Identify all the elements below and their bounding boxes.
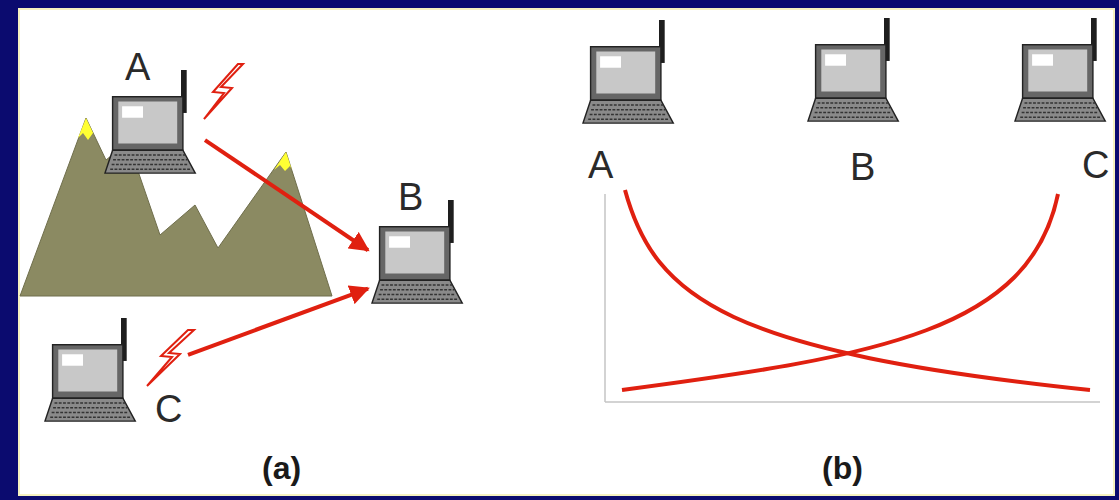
snow-cap bbox=[274, 152, 292, 171]
screen-frame bbox=[53, 345, 123, 398]
panel-label: (b) bbox=[822, 452, 863, 484]
screen-window bbox=[389, 236, 410, 247]
laptop-icon bbox=[105, 70, 200, 175]
node-letter: B bbox=[398, 178, 423, 216]
key-row bbox=[55, 402, 126, 404]
signal-arrow bbox=[188, 289, 368, 355]
laptop-node: C bbox=[40, 314, 188, 434]
laptop-icon bbox=[1015, 18, 1110, 123]
panel-label: (a) bbox=[262, 452, 301, 484]
key-row bbox=[590, 114, 667, 116]
key-row bbox=[50, 417, 130, 419]
key-row bbox=[380, 289, 454, 291]
keyboard-base bbox=[808, 98, 898, 121]
lightning-bolt bbox=[147, 330, 194, 386]
laptop-node: B bbox=[368, 175, 472, 307]
key-row bbox=[593, 104, 664, 106]
key-row bbox=[379, 294, 456, 296]
lightning-bolt bbox=[204, 64, 243, 119]
laptop-node: A bbox=[578, 16, 683, 188]
keyboard-base bbox=[372, 280, 462, 303]
screen-window bbox=[600, 56, 621, 67]
key-row bbox=[377, 299, 457, 301]
key-row bbox=[818, 102, 889, 104]
key-row bbox=[588, 119, 668, 121]
screen-window bbox=[1032, 54, 1053, 65]
screen bbox=[58, 350, 117, 392]
axis-line bbox=[605, 401, 1100, 403]
signal-arrow bbox=[205, 140, 368, 250]
screen-frame bbox=[113, 97, 183, 150]
laptop-icon bbox=[808, 18, 903, 123]
key-row bbox=[815, 112, 892, 114]
screen-frame bbox=[816, 45, 886, 98]
node-letter: C bbox=[1082, 146, 1109, 184]
keyboard-base bbox=[105, 150, 195, 173]
laptop-node: A bbox=[100, 45, 205, 177]
keyboard-base bbox=[45, 398, 135, 421]
signal-curve bbox=[622, 194, 1058, 390]
key-row bbox=[112, 164, 189, 166]
screen-window bbox=[122, 106, 143, 117]
axis-line bbox=[604, 194, 606, 402]
screen bbox=[821, 50, 880, 92]
screen-window bbox=[825, 54, 846, 65]
keyboard-base bbox=[583, 100, 673, 123]
laptop-icon bbox=[583, 20, 678, 125]
screen-frame bbox=[591, 47, 661, 100]
node-letter: A bbox=[588, 146, 613, 184]
key-row bbox=[53, 407, 127, 409]
key-row bbox=[52, 412, 129, 414]
key-row bbox=[816, 107, 890, 109]
laptop-node: C bbox=[1011, 14, 1115, 190]
screen-frame bbox=[1023, 45, 1093, 98]
node-letter: C bbox=[155, 390, 182, 428]
signal-curve bbox=[625, 190, 1090, 390]
key-row bbox=[591, 109, 665, 111]
key-row bbox=[1023, 107, 1097, 109]
snow-cap bbox=[78, 118, 95, 140]
screen bbox=[385, 232, 444, 274]
laptop-icon bbox=[45, 318, 140, 423]
screen bbox=[118, 102, 177, 144]
key-row bbox=[813, 117, 893, 119]
key-row bbox=[1020, 117, 1100, 119]
node-letter: A bbox=[125, 48, 150, 86]
key-row bbox=[1022, 112, 1099, 114]
screen bbox=[1028, 50, 1087, 92]
laptop-node: B bbox=[804, 14, 908, 190]
key-row bbox=[115, 154, 186, 156]
key-row bbox=[110, 169, 190, 171]
keyboard-base bbox=[1015, 98, 1105, 121]
key-row bbox=[113, 159, 187, 161]
node-letter: B bbox=[850, 148, 875, 186]
screen bbox=[596, 52, 655, 94]
screen-window bbox=[62, 354, 83, 365]
key-row bbox=[1025, 102, 1096, 104]
screen-frame bbox=[380, 227, 450, 280]
key-row bbox=[382, 284, 453, 286]
